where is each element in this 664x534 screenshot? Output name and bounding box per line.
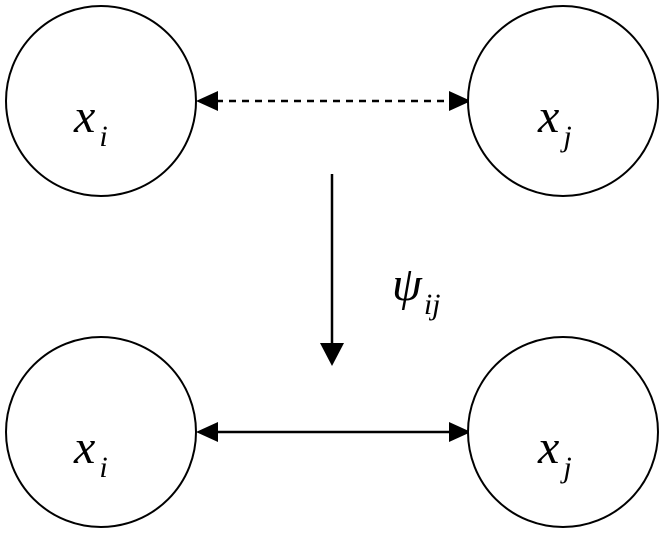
node-bottom-left-sub: i — [99, 451, 107, 484]
transform-label-sub: ij — [424, 288, 441, 321]
node-top-left-circle — [5, 5, 197, 197]
transform-label-base: ψ — [392, 258, 423, 311]
transform-arrow — [320, 174, 344, 366]
top-edge-left-arrowhead — [196, 91, 218, 111]
node-bottom-left-base: x — [73, 421, 95, 474]
node-bottom-left-circle — [5, 336, 197, 528]
bottom-edge-left-arrowhead — [196, 422, 218, 442]
bottom-edge — [196, 422, 471, 442]
transform-arrow-head — [320, 343, 344, 366]
node-top-right-circle — [467, 5, 659, 197]
bottom-edge-right-arrowhead — [449, 422, 471, 442]
node-top-right-base: x — [537, 90, 559, 143]
top-edge-right-arrowhead — [449, 91, 471, 111]
top-edge — [196, 91, 471, 111]
node-top-right-sub: j — [559, 120, 571, 153]
transform-label: ψij — [392, 258, 440, 321]
node-top-left-base: x — [73, 90, 95, 143]
node-bottom-right-sub: j — [559, 451, 571, 484]
node-bottom-right-base: x — [537, 421, 559, 474]
node-top-left-sub: i — [99, 120, 107, 153]
node-bottom-right-circle — [467, 336, 659, 528]
